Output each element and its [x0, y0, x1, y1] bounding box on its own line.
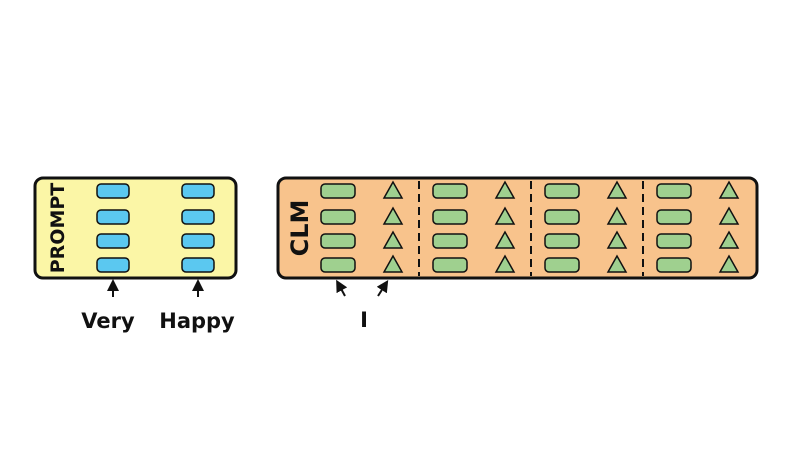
clm-triangle [382, 230, 404, 249]
clm-input-word: I [360, 308, 368, 332]
clm-triangle [606, 180, 628, 199]
prompt-label: PROMPT [47, 183, 69, 274]
clm-triangle [606, 206, 628, 225]
clm-triangle [718, 230, 740, 249]
prompt-token-grid [96, 183, 215, 273]
clm-cell-grid [320, 180, 740, 273]
clm-triangle [606, 254, 628, 273]
prompt-token [181, 183, 215, 199]
clm-triangle [494, 180, 516, 199]
input-arrow-left [336, 279, 348, 297]
prompt-token [181, 209, 215, 225]
clm-cell [320, 209, 356, 225]
prompt-token [96, 183, 130, 199]
clm-triangle [382, 254, 404, 273]
clm-triangle [718, 206, 740, 225]
clm-triangle [718, 254, 740, 273]
clm-triangle [606, 230, 628, 249]
prompt-token [96, 257, 130, 273]
clm-cell [656, 233, 692, 249]
clm-cell [656, 209, 692, 225]
prompt-token [181, 257, 215, 273]
clm-segment-dividers [418, 181, 644, 276]
clm-cell [544, 209, 580, 225]
clm-box [276, 176, 759, 280]
clm-triangle [494, 206, 516, 225]
prompt-word-very: Very [81, 309, 135, 333]
prompt-arrows [107, 279, 204, 297]
prompt-token [96, 233, 130, 249]
clm-cell [544, 233, 580, 249]
clm-cell [544, 257, 580, 273]
clm-cell [432, 209, 468, 225]
clm-cell [432, 233, 468, 249]
clm-input-arrows [336, 279, 389, 297]
prompt-box [33, 176, 238, 280]
clm-triangle [494, 230, 516, 249]
clm-label: CLM [286, 200, 314, 257]
prompt-block: PROMPT Very Happy [33, 176, 238, 333]
clm-triangle [382, 180, 404, 199]
clm-cell [656, 183, 692, 199]
prompt-token [96, 209, 130, 225]
input-arrow-right [376, 279, 389, 297]
clm-cell [656, 257, 692, 273]
clm-triangle [382, 206, 404, 225]
clm-cell [432, 257, 468, 273]
clm-cell [544, 183, 580, 199]
clm-triangle [718, 180, 740, 199]
clm-cell [320, 257, 356, 273]
prompt-token [181, 233, 215, 249]
prompt-word-happy: Happy [159, 309, 235, 333]
clm-cell [320, 183, 356, 199]
clm-cell [320, 233, 356, 249]
clm-triangle [494, 254, 516, 273]
clm-cell [432, 183, 468, 199]
clm-block: CLM I [276, 176, 759, 332]
